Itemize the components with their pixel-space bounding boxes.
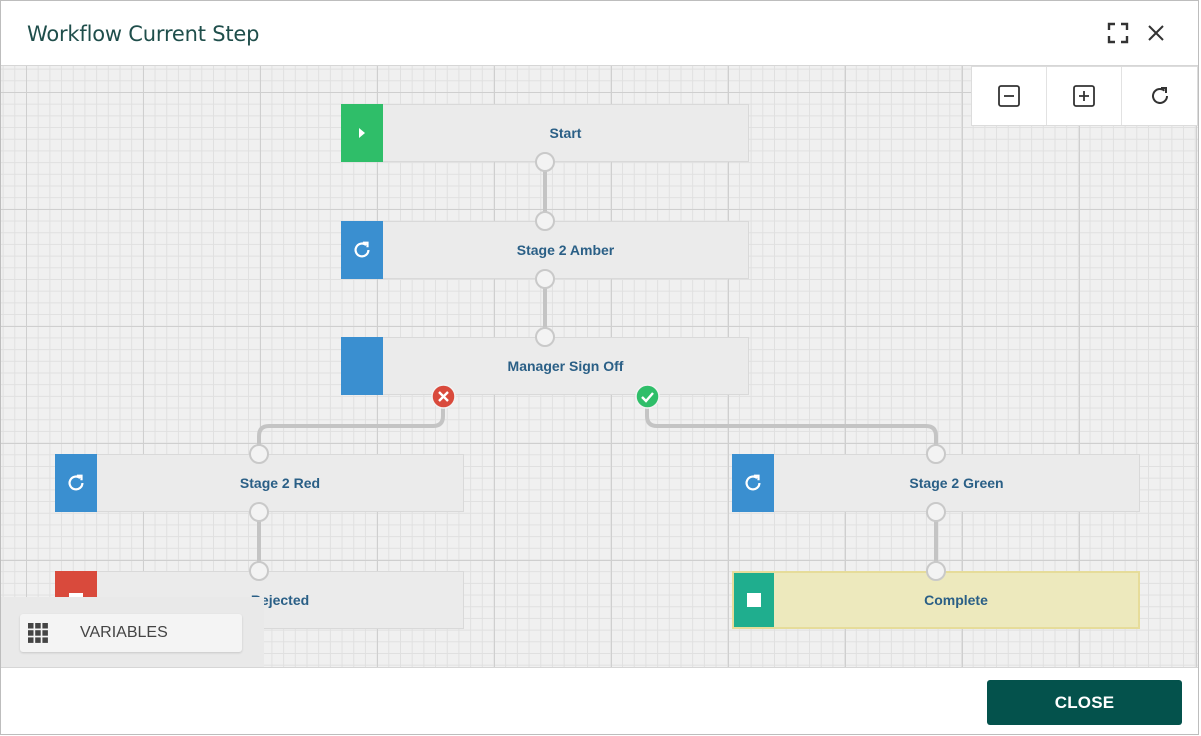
port-amber-out[interactable]	[535, 269, 555, 289]
zoom-in-icon	[1073, 85, 1095, 107]
close-icon	[1148, 25, 1164, 41]
dialog-header: Workflow Current Step	[1, 1, 1198, 66]
port-green-out[interactable]	[926, 502, 946, 522]
node-green-tile	[732, 454, 774, 512]
node-rejected-label: Rejected	[250, 592, 310, 608]
node-stage-2-amber[interactable]: Stage 2 Amber	[341, 221, 749, 279]
variables-label: VARIABLES	[80, 624, 168, 641]
x-circle-icon[interactable]	[431, 384, 456, 409]
zoom-in-button[interactable]	[1047, 67, 1122, 125]
port-rejected-in[interactable]	[249, 561, 269, 581]
node-complete-label: Complete	[924, 592, 988, 608]
node-manager-label: Manager Sign Off	[507, 358, 624, 374]
port-amber-in[interactable]	[535, 211, 555, 231]
play-icon	[359, 128, 365, 138]
grid-icon	[28, 623, 48, 643]
stop-icon	[747, 593, 761, 607]
zoom-out-button[interactable]	[972, 67, 1047, 125]
port-manager-in[interactable]	[535, 327, 555, 347]
port-green-in[interactable]	[926, 444, 946, 464]
fullscreen-icon	[1107, 22, 1129, 44]
refresh-icon	[1151, 87, 1168, 104]
node-start-tile	[341, 104, 383, 162]
workflow-canvas[interactable]: Start Stage 2 Amber Manager Sign Off Sta…	[1, 66, 1198, 667]
node-amber-tile	[341, 221, 383, 279]
node-complete-tile	[734, 573, 774, 627]
refresh-icon	[354, 241, 370, 258]
zoom-out-icon	[998, 85, 1020, 107]
node-green-label: Stage 2 Green	[909, 475, 1004, 491]
reset-zoom-button[interactable]	[1122, 67, 1197, 125]
fullscreen-button[interactable]	[1106, 21, 1130, 45]
close-dialog-button[interactable]	[1144, 21, 1168, 45]
node-start-label: Start	[549, 125, 582, 141]
node-amber-label: Stage 2 Amber	[516, 242, 615, 258]
port-red-out[interactable]	[249, 502, 269, 522]
port-red-in[interactable]	[249, 444, 269, 464]
check-circle-icon[interactable]	[635, 384, 660, 409]
variables-button[interactable]: VARIABLES	[20, 614, 242, 652]
dialog-title: Workflow Current Step	[27, 22, 260, 46]
close-button[interactable]: CLOSE	[987, 680, 1182, 725]
dialog-footer: CLOSE	[1, 667, 1198, 734]
node-manager-tile	[341, 337, 383, 395]
node-red-tile	[55, 454, 97, 512]
variables-panel: VARIABLES	[1, 597, 264, 667]
port-complete-in[interactable]	[926, 561, 946, 581]
refresh-icon	[745, 474, 761, 491]
port-start-out[interactable]	[535, 152, 555, 172]
refresh-icon	[68, 474, 84, 491]
node-red-label: Stage 2 Red	[239, 475, 321, 491]
zoom-toolbar	[971, 66, 1198, 126]
